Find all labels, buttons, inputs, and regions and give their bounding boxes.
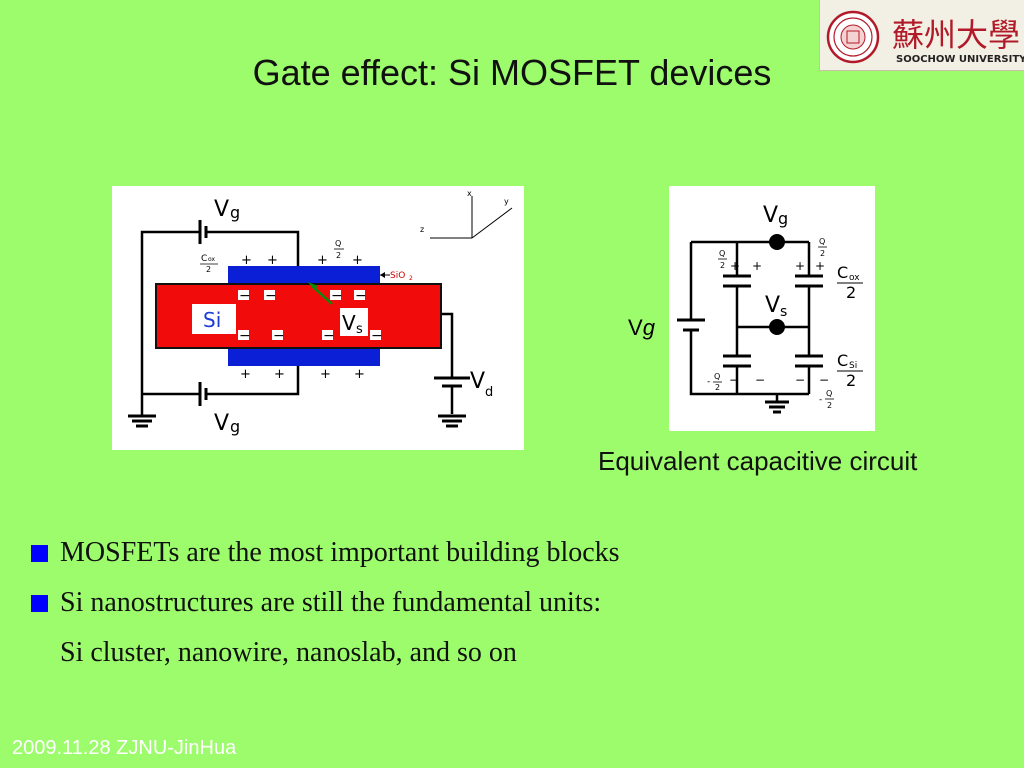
vg-label-bottom: V — [214, 411, 229, 436]
charge-minus: − — [355, 288, 367, 304]
vg-label: V — [763, 203, 778, 228]
svg-text:2: 2 — [715, 383, 720, 392]
svg-text:2: 2 — [846, 371, 856, 390]
charge-minus: − — [755, 373, 765, 387]
vg-label-top: V — [214, 197, 229, 222]
sio2-label: SiO — [390, 271, 405, 281]
axis-x-label: x — [467, 189, 472, 198]
svg-text:2: 2 — [720, 261, 725, 270]
si-label: Si — [203, 308, 221, 332]
university-logo: 蘇州大學 SOOCHOW UNIVERSITY — [819, 0, 1024, 71]
charge-minus: − — [371, 328, 383, 344]
slide-title: Gate effect: Si MOSFET devices — [252, 52, 772, 93]
charge-minus: − — [273, 328, 285, 344]
university-name-cn: 蘇州大學 — [892, 16, 1020, 54]
svg-text:2: 2 — [336, 251, 341, 260]
charge-plus: + — [320, 367, 331, 382]
oxide-layer-top — [228, 266, 380, 284]
bullet-item: Si nanostructures are still the fundamen… — [27, 586, 620, 636]
cox-fraction-num: C — [201, 254, 207, 264]
bullet-square-icon — [31, 545, 48, 562]
svg-text:s: s — [780, 304, 787, 320]
charge-minus: − — [795, 373, 805, 387]
university-name-en: SOOCHOW UNIVERSITY — [896, 54, 1024, 65]
svg-text:2: 2 — [846, 283, 856, 302]
csi-label: C — [837, 351, 848, 370]
charge-minus: − — [239, 288, 251, 304]
charge-minus: − — [323, 328, 335, 344]
bullet-continuation: Si cluster, nanowire, nanoslab, and so o… — [60, 637, 517, 668]
charge-minus: − — [331, 288, 343, 304]
svg-text:2: 2 — [409, 275, 413, 282]
svg-text:2: 2 — [827, 401, 832, 410]
vd-label: V — [470, 369, 485, 394]
charge-plus: + — [241, 253, 252, 268]
q-fraction-top-right: Q — [819, 237, 825, 246]
charge-minus: − — [729, 373, 739, 387]
cox-label: C — [837, 263, 848, 282]
svg-text:2: 2 — [206, 265, 211, 274]
bullet-list: MOSFETs are the most important building … — [27, 536, 620, 686]
svg-text:Q: Q — [714, 372, 720, 381]
university-seal-icon — [826, 10, 880, 64]
neg-q-fraction-left: - — [707, 377, 710, 387]
charge-plus: + — [317, 253, 328, 268]
charge-plus: + — [795, 259, 805, 273]
axis-y-label: y — [504, 197, 509, 206]
charge-plus: + — [267, 253, 278, 268]
svg-text:ox: ox — [849, 273, 860, 283]
axis-z-label: z — [420, 225, 424, 234]
svg-text:Q: Q — [826, 389, 832, 398]
charge-minus: − — [819, 373, 829, 387]
vs-label: V — [765, 293, 780, 318]
charge-plus: + — [730, 259, 740, 273]
field-arrow — [311, 285, 333, 305]
svg-text:ox: ox — [208, 256, 215, 263]
charge-plus: + — [752, 259, 762, 273]
svg-text:Si: Si — [849, 361, 857, 371]
svg-text:2: 2 — [820, 249, 825, 258]
bullet-item: MOSFETs are the most important building … — [27, 536, 620, 586]
charge-plus: + — [240, 367, 251, 382]
charge-minus: − — [239, 328, 251, 344]
svg-text:g: g — [230, 417, 240, 436]
charge-plus: + — [354, 367, 365, 382]
mosfet-schematic: Si V s − − − − − − − − + + + + + + — [112, 186, 524, 450]
slide-footer: 2009.11.28 ZJNU-JinHua — [12, 737, 237, 759]
neg-q-fraction-right: - — [819, 395, 822, 405]
svg-text:d: d — [485, 385, 493, 400]
figure-caption: Equivalent capacitive circuit — [598, 446, 918, 476]
bullet-square-icon — [31, 595, 48, 612]
vs-label: V — [342, 311, 356, 335]
q-fraction-num: Q — [335, 239, 341, 248]
oxide-layer-bottom — [228, 348, 380, 366]
node-top — [769, 234, 785, 250]
axis-indicator — [430, 196, 513, 239]
vg-side-label: Vg — [628, 315, 655, 340]
equivalent-circuit: V g V s C ox 2 C Si 2 Q 2 Q 2 + + + + − … — [669, 186, 875, 431]
svg-text:g: g — [230, 203, 240, 222]
q-fraction-top-left: Q — [719, 249, 725, 258]
charge-plus: + — [815, 259, 825, 273]
svg-text:s: s — [356, 322, 363, 337]
charge-plus: + — [274, 367, 285, 382]
charge-minus: − — [265, 288, 277, 304]
node-middle — [769, 319, 785, 335]
charge-plus: + — [352, 253, 363, 268]
svg-text:g: g — [778, 209, 788, 228]
